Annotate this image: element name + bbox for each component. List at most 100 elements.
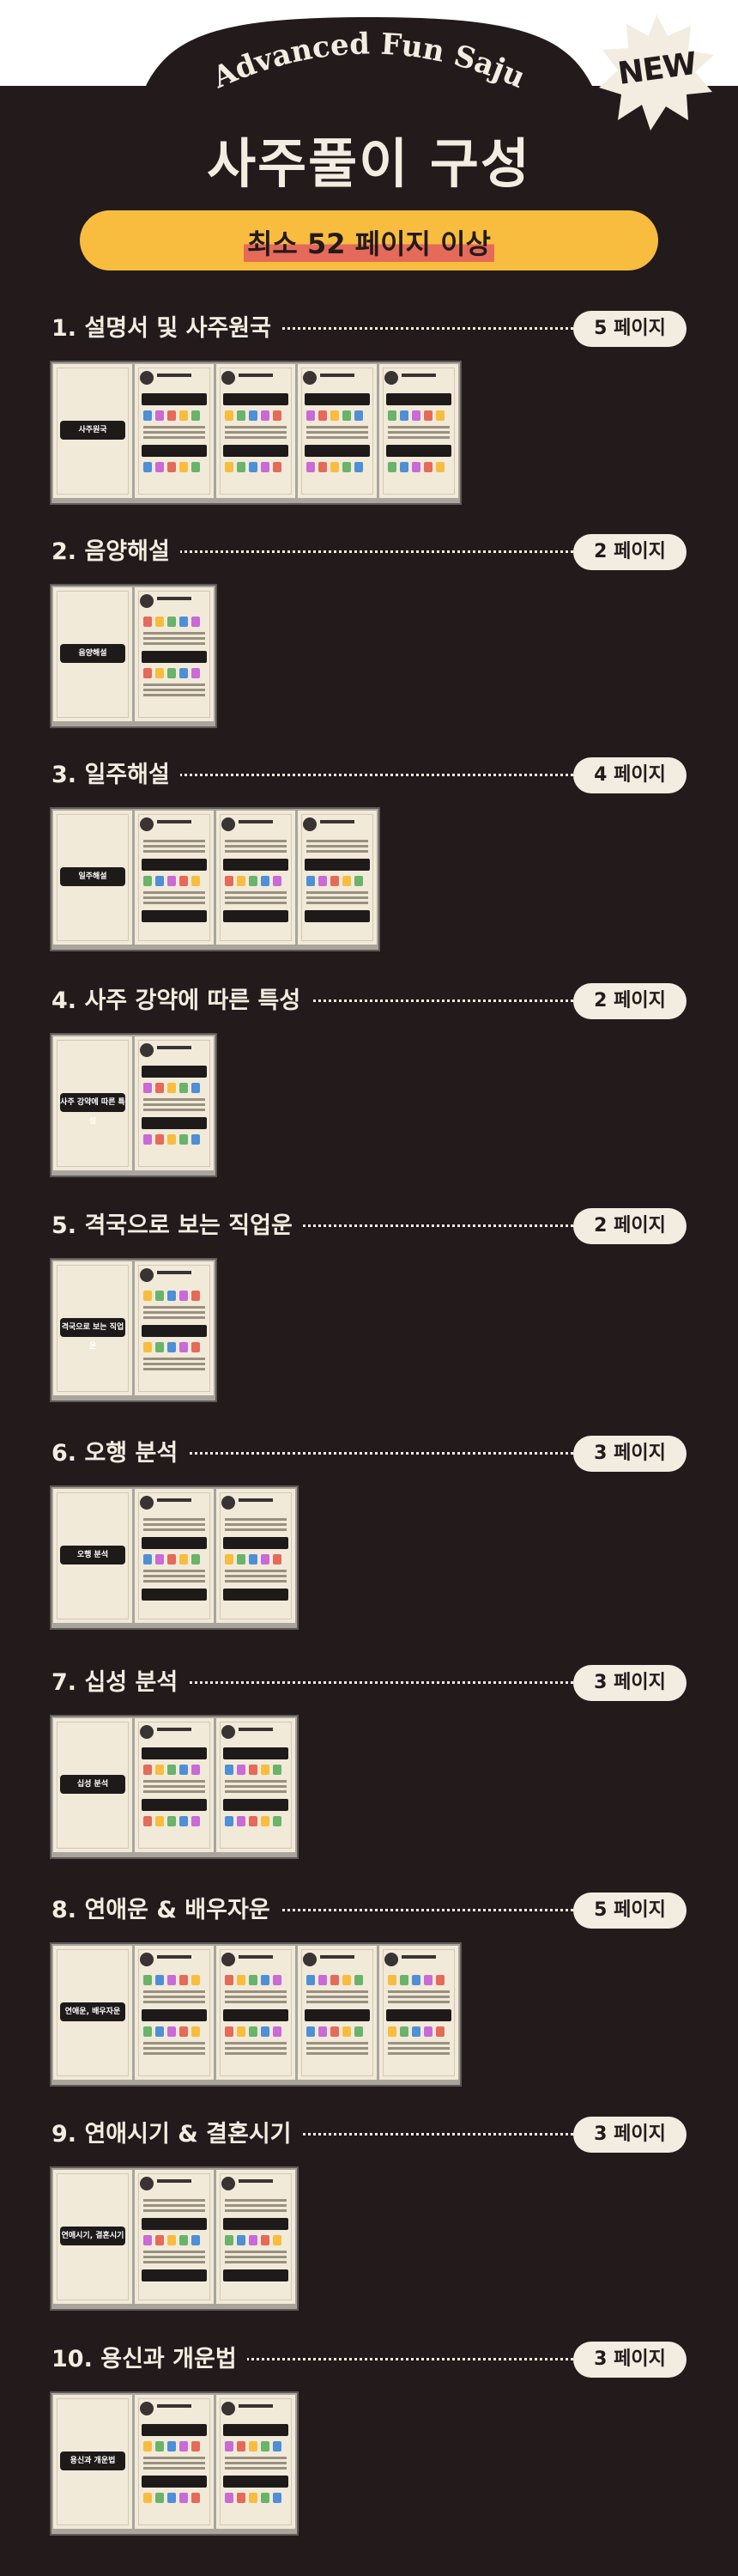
- element-chip: [306, 410, 315, 421]
- content-page-thumbnail: [379, 1946, 458, 2080]
- element-chip: [306, 462, 315, 472]
- element-chip: [179, 2235, 188, 2245]
- element-chip: [249, 462, 257, 472]
- header-arch: Advanced Fun Saju: [0, 17, 738, 223]
- element-chip: [237, 876, 245, 886]
- text-line: [388, 2047, 450, 2050]
- header-line: [402, 1955, 436, 1959]
- text-line: [143, 632, 205, 635]
- text-line: [225, 2199, 287, 2202]
- element-chip: [273, 1816, 281, 1826]
- element-chip: [261, 876, 269, 886]
- text-line: [143, 2457, 205, 2459]
- text-line: [225, 2052, 287, 2055]
- cover-label: 사주 강약에 따른 특성: [60, 1093, 125, 1126]
- text-block: [305, 393, 370, 405]
- text-line: [225, 2256, 287, 2258]
- element-chip: [155, 2235, 164, 2245]
- element-chip: [354, 462, 363, 472]
- element-chip: [330, 876, 339, 886]
- header-line: [239, 1728, 273, 1731]
- text-line: [143, 896, 205, 899]
- page-thumbnails: 연애시기, 결혼시기: [51, 2168, 297, 2309]
- element-chip: [179, 1975, 188, 1985]
- text-line: [143, 1996, 205, 1998]
- text-block: [142, 1117, 207, 1129]
- header-line: [239, 2404, 273, 2408]
- text-line: [143, 2251, 205, 2253]
- element-chip: [261, 410, 269, 421]
- element-chip: [155, 1134, 164, 1145]
- text-line: [143, 637, 205, 640]
- text-line: [143, 2001, 205, 2003]
- text-block: [142, 1537, 207, 1549]
- element-chip: [225, 410, 233, 421]
- element-chip: [261, 2493, 269, 2503]
- element-chip: [179, 2493, 188, 2503]
- element-chip: [167, 1816, 176, 1826]
- element-chip: [273, 2441, 281, 2451]
- element-chip: [412, 2026, 420, 2037]
- element-chip: [179, 1765, 188, 1775]
- element-chip: [261, 1816, 269, 1826]
- text-block: [142, 445, 207, 457]
- text-line: [143, 2467, 205, 2470]
- element-chip: [155, 2026, 164, 2037]
- text-line: [143, 1580, 205, 1583]
- element-chip: [424, 410, 433, 421]
- cover-label: 연애운, 배우자운: [60, 2002, 125, 2021]
- element-chip: [436, 410, 445, 421]
- element-chip: [273, 1765, 281, 1775]
- element-chip: [155, 410, 164, 421]
- new-burst-icon: [599, 15, 714, 131]
- element-chip: [424, 2026, 433, 2037]
- element-chip: [143, 2493, 152, 2503]
- element-chip: [191, 2441, 200, 2451]
- text-line: [143, 845, 205, 848]
- element-chip: [179, 462, 188, 472]
- page-thumbnails: 오행 분석: [51, 1487, 297, 1628]
- cover-label: 연애시기, 결혼시기: [60, 2227, 125, 2245]
- page-count-badge: 5 페이지: [573, 311, 687, 347]
- element-chip: [167, 2441, 176, 2451]
- avatar-icon: [221, 1953, 235, 1966]
- element-chip: [191, 1134, 200, 1145]
- element-chip: [354, 410, 363, 421]
- avatar-icon: [140, 2402, 154, 2415]
- page-thumbnails: 십성 분석: [51, 1716, 297, 1857]
- element-chip: [388, 2026, 396, 2037]
- element-chip: [155, 1342, 164, 1352]
- header-line: [239, 374, 273, 377]
- element-chip: [191, 617, 200, 627]
- text-block: [142, 2424, 207, 2436]
- text-line: [225, 436, 287, 439]
- cover-label: 음양해설: [60, 644, 125, 663]
- header-line: [239, 1955, 273, 1959]
- element-chip: [225, 2235, 233, 2245]
- element-chip: [261, 2235, 269, 2245]
- element-chip: [179, 1342, 188, 1352]
- element-chip: [261, 1765, 269, 1775]
- section-title: 8. 연애운 & 배우자운: [51, 1891, 281, 1929]
- element-chip: [261, 1975, 269, 1985]
- text-line: [225, 2209, 287, 2212]
- text-line: [306, 426, 368, 428]
- content-page-thumbnail: [135, 364, 214, 498]
- element-chip: [237, 2026, 245, 2037]
- text-line: [143, 1363, 205, 1365]
- text-line: [143, 1306, 205, 1309]
- element-chip: [179, 1816, 188, 1826]
- element-chip: [249, 1975, 257, 1985]
- content-page-thumbnail: [216, 1489, 295, 1623]
- element-chip: [342, 410, 351, 421]
- dotted-leader: [51, 999, 584, 1002]
- text-line: [306, 1996, 368, 1998]
- element-chip: [155, 876, 164, 886]
- highlight-pill: 최소 52 페이지 이상: [80, 210, 658, 270]
- avatar-icon: [303, 1953, 317, 1966]
- element-chip: [191, 876, 200, 886]
- element-chip: [237, 1816, 245, 1826]
- text-block: [223, 1537, 288, 1549]
- text-line: [143, 2042, 205, 2044]
